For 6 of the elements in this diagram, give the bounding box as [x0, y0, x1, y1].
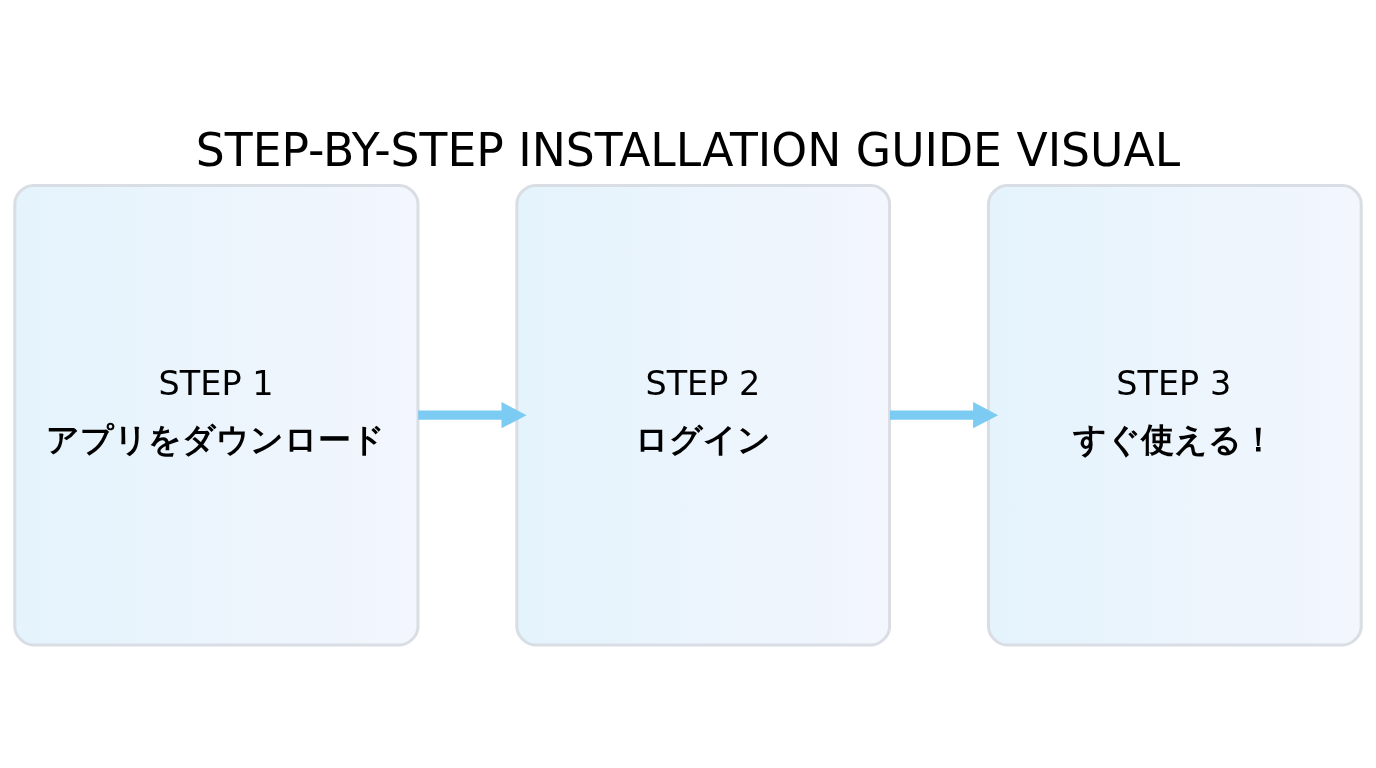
arrow: [418, 402, 527, 429]
node-box: STEP 1 アプリをダウンロード: [13, 183, 420, 647]
node-box: STEP 3 すぐ使える！: [986, 183, 1363, 647]
diagram-title: STEP-BY-STEP INSTALLATION GUIDE VISUAL: [195, 123, 1181, 177]
node-box: STEP 2 ログイン: [515, 183, 892, 647]
arrow: [889, 402, 999, 429]
